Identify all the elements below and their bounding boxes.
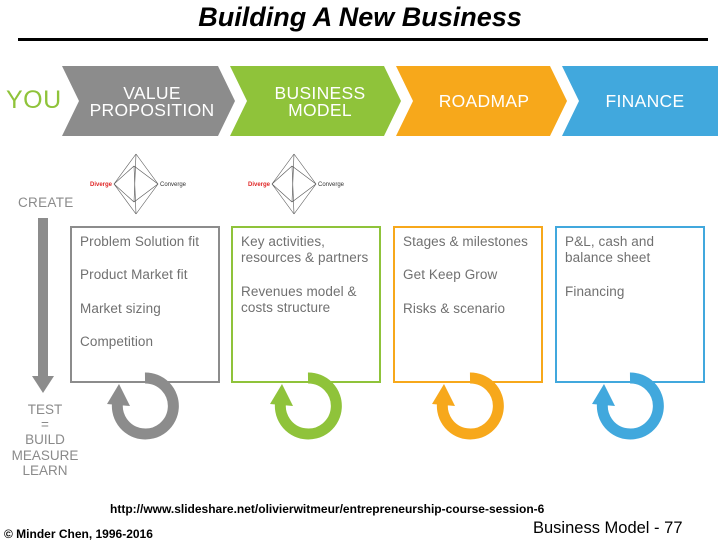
title-underline xyxy=(18,38,708,41)
phase-box-value-proposition: Problem Solution fit Product Market fit … xyxy=(70,226,220,383)
test-build-measure-learn-label: TEST = BUILD MEASURE LEARN xyxy=(11,402,79,478)
box-item: Key activities, resources & partners xyxy=(241,234,369,265)
chevron-roadmap xyxy=(396,66,567,136)
phase-chevrons xyxy=(62,66,718,136)
box-item: Stages & milestones xyxy=(403,234,528,249)
box-item: Market sizing xyxy=(80,301,161,316)
cycle-icon xyxy=(432,372,504,440)
you-label: YOU xyxy=(6,86,62,114)
copyright-text: © Minder Chen, 1996-2016 xyxy=(4,527,153,541)
page-label: Business Model - 77 xyxy=(533,519,683,537)
phase-box-finance: P&L, cash and balance sheet Financing xyxy=(555,226,705,383)
chevron-business-model xyxy=(230,66,401,136)
create-label: CREATE xyxy=(18,195,74,210)
chevron-label-value-proposition: VALUE PROPOSITION xyxy=(89,82,215,120)
diverge-label: Diverge xyxy=(248,182,271,188)
box-item: Competition xyxy=(80,334,154,349)
chevron-value-proposition-fill xyxy=(62,66,235,136)
phase-box-roadmap: Stages & milestones Get Keep Grow Risks … xyxy=(393,226,543,383)
box-item: Revenues model & costs structure xyxy=(241,284,357,315)
chevron-label-finance: FINANCE xyxy=(605,91,685,112)
chevron-label-business-model: BUSINESS MODEL xyxy=(274,82,366,120)
chevron-label-roadmap: ROADMAP xyxy=(438,91,530,112)
diverge-converge-icon: Diverge Converge xyxy=(248,153,345,215)
slide-title: Building A New Business xyxy=(198,2,522,32)
cycle-icon xyxy=(270,372,342,440)
box-item: Product Market fit xyxy=(80,267,188,282)
source-url: http://www.slideshare.net/olivierwitmeur… xyxy=(110,502,545,516)
converge-label: Converge xyxy=(318,182,345,188)
box-item: Risks & scenario xyxy=(403,301,506,316)
phase-box-business-model: Key activities, resources & partners Rev… xyxy=(231,226,381,383)
converge-label: Converge xyxy=(160,182,187,188)
box-item: Financing xyxy=(565,284,625,299)
diverge-converge-icon: Diverge Converge xyxy=(90,153,187,215)
box-item: Get Keep Grow xyxy=(403,267,498,282)
down-arrow-icon xyxy=(32,218,54,393)
diverge-label: Diverge xyxy=(90,182,113,188)
box-item: Problem Solution fit xyxy=(80,234,200,249)
cycle-icon xyxy=(592,372,664,440)
chevron-finance xyxy=(562,66,718,136)
cycle-icon xyxy=(107,372,179,440)
box-item: P&L, cash and balance sheet xyxy=(565,234,655,265)
